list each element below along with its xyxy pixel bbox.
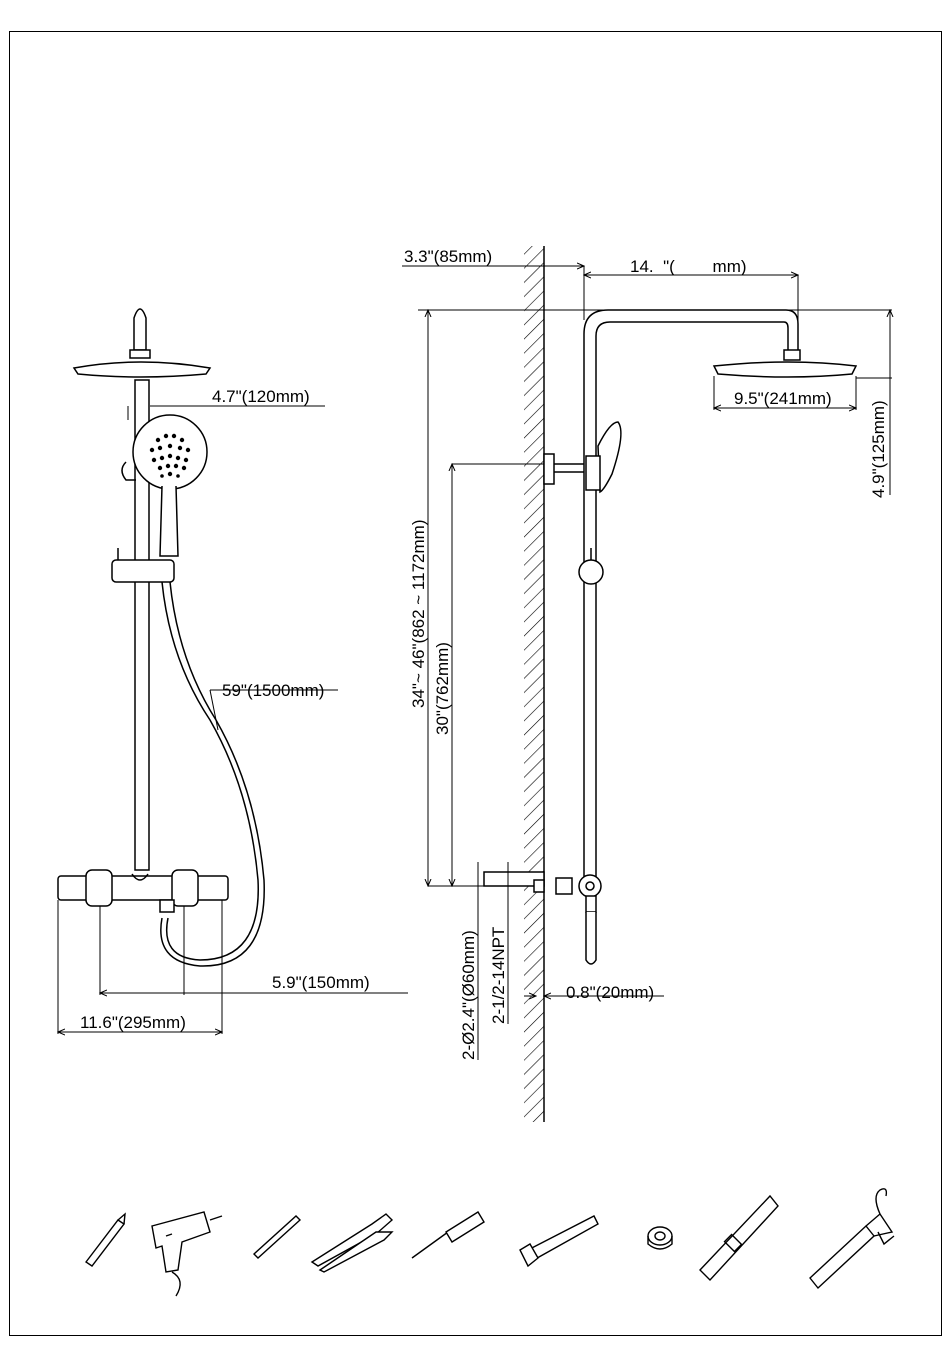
wall-distance-label: 3.3"(85mm) — [404, 247, 492, 266]
caulk-gun-icon — [810, 1189, 894, 1288]
handshower-head — [133, 415, 207, 489]
escutcheon-label: 2-Ø2.4"(Ø60mm) — [459, 930, 478, 1060]
tools-row — [86, 1189, 894, 1296]
bracket-height-label: 30"(762mm) — [433, 642, 452, 735]
hose-length-label: 59"(1500mm) — [222, 681, 324, 700]
screwdriver-icon — [412, 1212, 484, 1258]
level-icon — [700, 1196, 778, 1280]
pencil-icon — [86, 1214, 125, 1266]
arm-projection-label: 14. "( mm) — [630, 257, 747, 276]
head-diameter-label: 9.5"(241mm) — [734, 389, 832, 408]
wrench-icon — [520, 1216, 598, 1266]
head-drop-label: 4.9"(125mm) — [869, 400, 888, 498]
valve-width-label: 11.6"(295mm) — [80, 1013, 186, 1032]
wall-hatch — [524, 246, 544, 1122]
height-range-label: 34"~ 46"(862 ~ 1172mm) — [409, 520, 428, 708]
inlet-centers-label: 5.9"(150mm) — [272, 973, 370, 992]
drill-bit-icon — [254, 1216, 300, 1258]
thread-label: 2-1/2-14NPT — [489, 927, 508, 1024]
pliers-icon — [312, 1214, 392, 1272]
drill-icon — [152, 1212, 222, 1296]
handshower-offset-label: 4.7"(120mm) — [212, 387, 310, 406]
tape-icon — [648, 1227, 672, 1249]
connector-depth-label: 0.8"(20mm) — [566, 983, 654, 1002]
front-view — [58, 309, 408, 1034]
